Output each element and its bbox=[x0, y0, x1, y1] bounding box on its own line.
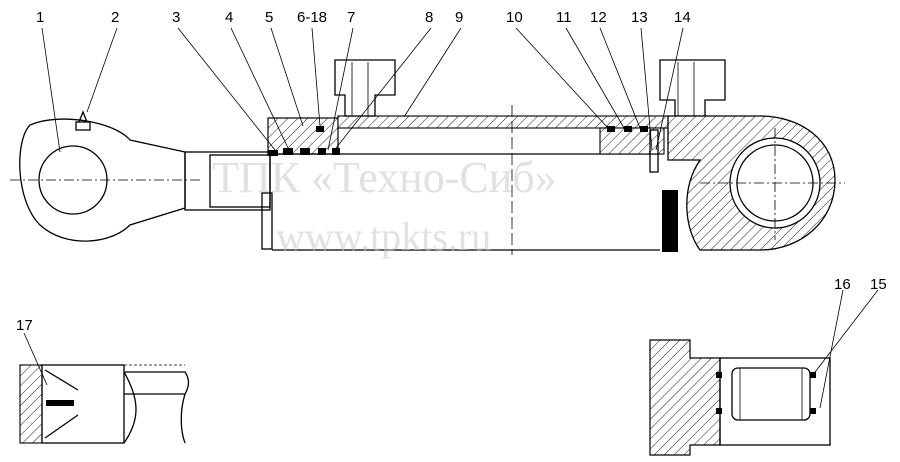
grease-nipple bbox=[75, 110, 91, 131]
rod-eye bbox=[10, 118, 200, 242]
callout-11: 11 bbox=[556, 9, 572, 26]
callout-10: 10 bbox=[506, 9, 523, 26]
cylinder-tube bbox=[272, 105, 669, 255]
callout-13: 13 bbox=[631, 9, 648, 26]
callout-1: 1 bbox=[36, 9, 44, 26]
callout-2: 2 bbox=[111, 9, 119, 26]
watermark: ТПК «Техно-Сиб» www.tpkts.ru bbox=[212, 153, 557, 259]
callout-7: 7 bbox=[347, 9, 355, 26]
callout-17: 17 bbox=[16, 317, 33, 334]
detail-15-16-view bbox=[649, 339, 831, 456]
watermark-url: www.tpkts.ru bbox=[276, 214, 491, 259]
callout-3: 3 bbox=[172, 9, 180, 26]
callout-8: 8 bbox=[425, 9, 433, 26]
watermark-company: ТПК «Техно-Сиб» bbox=[212, 153, 557, 202]
callout-12: 12 bbox=[590, 9, 607, 26]
callout-5: 5 bbox=[265, 9, 273, 26]
callout-9: 9 bbox=[455, 9, 463, 26]
callout-16: 16 bbox=[834, 276, 851, 293]
callout-15: 15 bbox=[870, 276, 887, 293]
leader-lines bbox=[23, 27, 879, 409]
cylinder-bottom-eye bbox=[667, 115, 845, 251]
callout-6-18: 6-18 bbox=[297, 9, 327, 26]
callout-4: 4 bbox=[225, 9, 233, 26]
callout-14: 14 bbox=[674, 9, 691, 26]
callout-labels: 1 2 3 4 5 6-18 7 8 9 10 11 12 13 14 16 1… bbox=[16, 9, 887, 334]
port-fitting-left bbox=[334, 59, 396, 117]
detail-17-view bbox=[19, 364, 190, 444]
gland-assembly bbox=[261, 117, 340, 250]
piston bbox=[599, 126, 678, 252]
piston-rod bbox=[184, 151, 271, 211]
